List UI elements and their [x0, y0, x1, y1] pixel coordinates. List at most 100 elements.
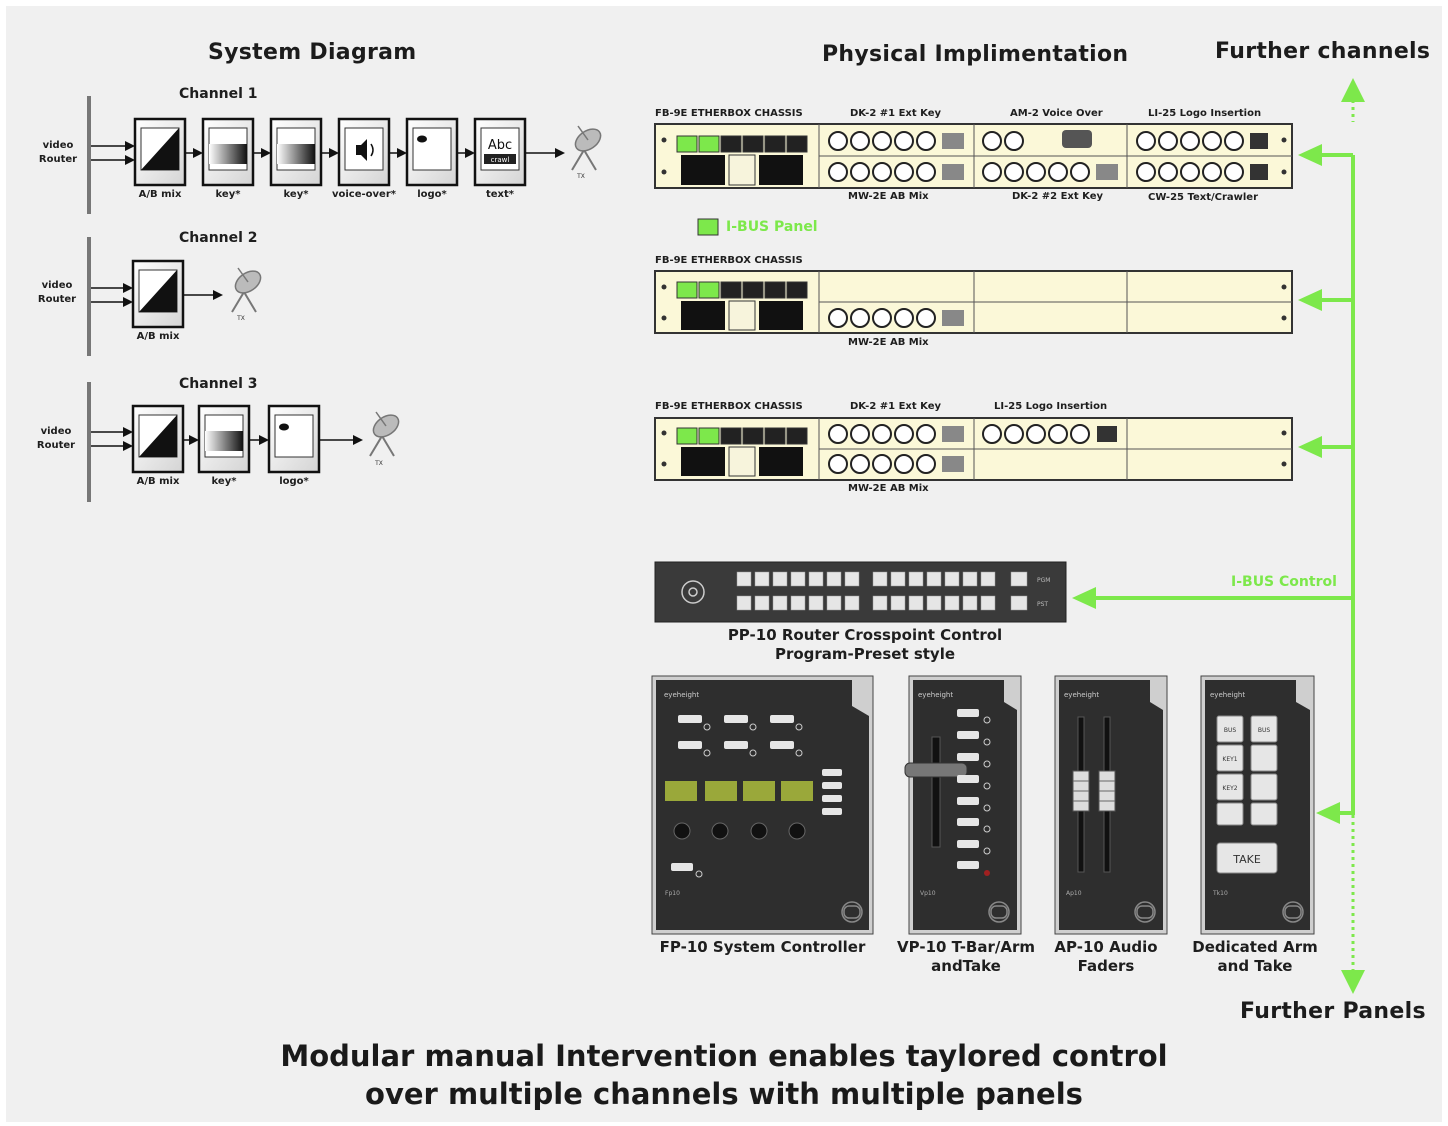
- further-panels-label: Further Panels: [1240, 999, 1426, 1024]
- module-label: key*: [211, 476, 237, 487]
- module-label: logo*: [417, 189, 447, 200]
- pp10-caption-line: PP-10 Router Crosspoint Control: [727, 626, 1003, 644]
- caption-line: over multiple channels with multiple pan…: [365, 1077, 1083, 1111]
- model-label: Vp10: [920, 890, 936, 897]
- ibus-bus-lines: [1072, 78, 1365, 994]
- bottom-caption: Modular manual Intervention enables tayl…: [0, 1037, 1448, 1113]
- channel-title: Channel 1: [179, 86, 258, 102]
- arrow-left-icon: [1298, 289, 1322, 311]
- crawl-glyph: crawl: [491, 156, 510, 164]
- channel-2-diagram: TX: [87, 237, 262, 356]
- arrow-left-icon: [1072, 587, 1096, 609]
- speaker-icon: [356, 139, 367, 161]
- router-label: video Router: [37, 425, 75, 453]
- key-block: [201, 117, 255, 187]
- module-top-label: LI-25 Logo Insertion: [1148, 108, 1262, 119]
- arrow-left-icon: [1298, 144, 1322, 166]
- ap10-panel: eyeheight Ap10: [1054, 675, 1168, 935]
- key-block: [197, 404, 251, 474]
- ibus-legend-swatch: [697, 218, 719, 236]
- take-key-label: BUS: [1258, 727, 1271, 734]
- panel-caption-line: AP-10 Audio: [1054, 938, 1158, 956]
- tx-label: TX: [236, 315, 245, 322]
- brand-label: eyeheight: [1210, 691, 1245, 699]
- router-label: video Router: [38, 279, 76, 307]
- arrow-down-icon: [1341, 970, 1365, 994]
- take-button-label: TAKE: [1232, 853, 1261, 866]
- module-bottom-label: DK-2 #2 Ext Key: [1012, 191, 1104, 202]
- ab-mix-block: [133, 117, 187, 187]
- module-bottom-label: MW-2E AB Mix: [848, 191, 929, 202]
- module-label: key*: [283, 189, 309, 200]
- module-bottom-label: CW-25 Text/Crawler: [1148, 192, 1259, 203]
- arrow-left-icon: [1316, 802, 1340, 824]
- pp10-caption: PP-10 Router Crosspoint Control Program-…: [700, 626, 1030, 664]
- brand-label: eyeheight: [1064, 691, 1099, 699]
- pgm-label: PGM: [1037, 577, 1050, 584]
- chassis-3: [654, 417, 1293, 481]
- module-label: key*: [215, 189, 241, 200]
- satellite-dish-icon: [369, 411, 400, 457]
- arrow-left-icon: [1298, 436, 1322, 458]
- brand-label: eyeheight: [664, 691, 699, 699]
- model-label: Ap10: [1066, 890, 1082, 897]
- logo-block: [267, 404, 321, 474]
- pp10-caption-line: Program-Preset style: [774, 645, 956, 663]
- module-label: A/B mix: [136, 476, 180, 487]
- take-panel: eyeheight BUS BUS KEY1 KEY2 TAKE Tk10: [1200, 675, 1315, 935]
- channel-title: Channel 2: [179, 230, 258, 246]
- router-label-line: video: [40, 426, 72, 437]
- brand-label: eyeheight: [918, 691, 953, 699]
- router-label: video Router: [39, 139, 77, 167]
- text-block: Abc crawl: [473, 117, 527, 187]
- abc-glyph: Abc: [488, 138, 512, 153]
- key-block: [269, 117, 323, 187]
- ibus-control-label: I-BUS Control: [1231, 574, 1337, 590]
- ibus-panel-label: I-BUS Panel: [726, 219, 818, 235]
- module-top-label: AM-2 Voice Over: [1010, 108, 1103, 119]
- module-top-label: DK-2 #1 Ext Key: [850, 401, 942, 412]
- channel-3-diagram: TX: [87, 382, 400, 502]
- further-channels-label: Further channels: [1215, 39, 1431, 64]
- panel-caption: FP-10 System Controller: [650, 938, 875, 957]
- router-label-line: video: [41, 280, 73, 291]
- tx-label: TX: [374, 460, 383, 467]
- router-label-line: video: [42, 140, 74, 151]
- router-label-line: Router: [36, 440, 76, 451]
- router-label-line: Router: [37, 294, 77, 305]
- module-top-label: DK-2 #1 Ext Key: [850, 108, 942, 119]
- module-bottom-label: MW-2E AB Mix: [848, 337, 929, 348]
- pst-label: PST: [1037, 601, 1048, 608]
- arrow-up-icon: [1341, 78, 1365, 102]
- voice-over-block: [337, 117, 391, 187]
- satellite-dish-icon: [231, 267, 262, 313]
- model-label: Fp10: [665, 890, 680, 897]
- caption-line: Modular manual Intervention enables tayl…: [280, 1039, 1168, 1073]
- module-label: logo*: [279, 476, 309, 487]
- router-label-line: Router: [38, 154, 78, 165]
- take-key-label: KEY1: [1222, 756, 1237, 763]
- module-bottom-label: MW-2E AB Mix: [848, 483, 929, 494]
- panel-caption-line: and Take: [1217, 957, 1293, 975]
- module-label: A/B mix: [136, 331, 180, 342]
- logo-block: [405, 117, 459, 187]
- chassis-1: [654, 123, 1293, 189]
- module-label: A/B mix: [138, 189, 182, 200]
- chassis-label: FB-9E ETHERBOX CHASSIS: [655, 108, 803, 119]
- panel-caption-line: Faders: [1077, 957, 1135, 975]
- vp10-panel: eyeheight Vp10: [904, 675, 1022, 935]
- module-top-label: LI-25 Logo Insertion: [994, 401, 1108, 412]
- chassis-label: FB-9E ETHERBOX CHASSIS: [655, 255, 803, 266]
- take-key-label: KEY2: [1222, 785, 1237, 792]
- tx-label: TX: [576, 173, 585, 180]
- chassis-2: [654, 270, 1293, 334]
- pp10-router-panel: PGM PST: [654, 561, 1067, 623]
- panel-caption-line: FP-10 System Controller: [659, 938, 866, 956]
- system-diagram-title: System Diagram: [208, 40, 417, 65]
- panel-caption: Dedicated Arm and Take: [1190, 938, 1320, 976]
- model-label: Tk10: [1212, 890, 1228, 897]
- physical-implementation-title: Physical Implimentation: [822, 42, 1129, 67]
- take-key-label: BUS: [1224, 727, 1237, 734]
